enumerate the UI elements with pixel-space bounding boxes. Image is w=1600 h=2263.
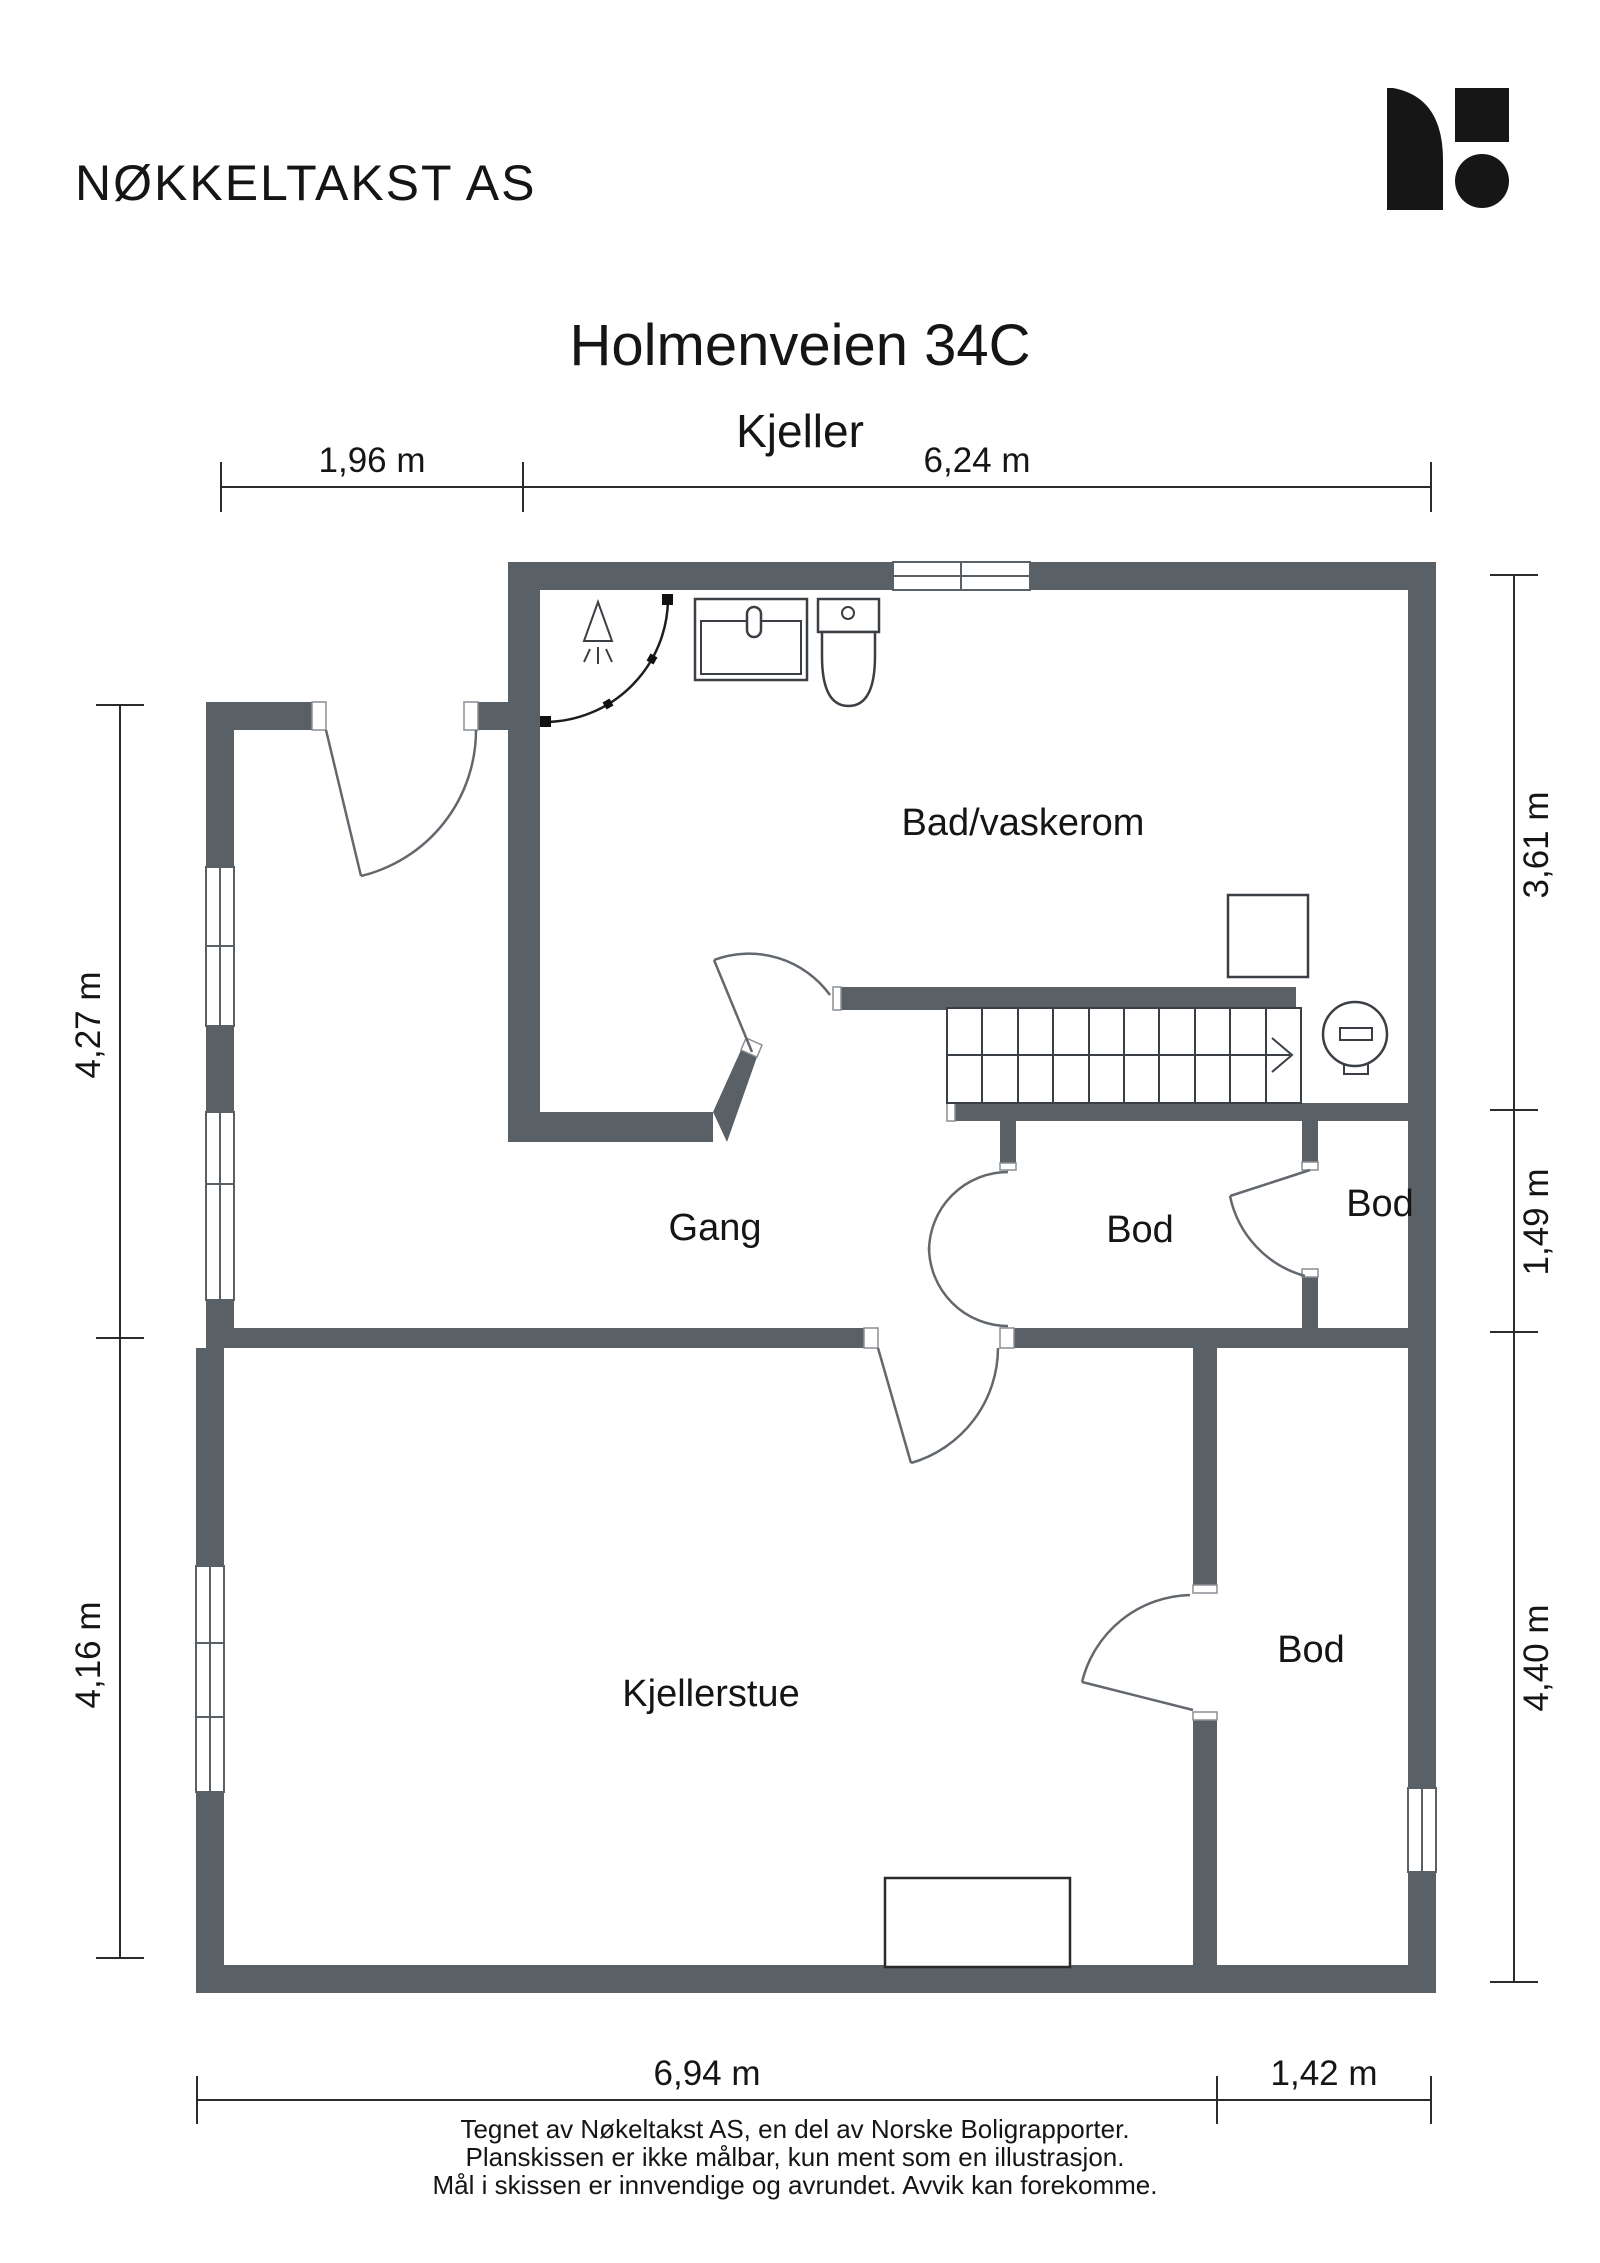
door-kjellerstue: [876, 1347, 1000, 1465]
room-label-bathroom: Bad/vaskerom: [902, 802, 1145, 844]
dimension-right: 3,61 m 1,49 m 4,40 m: [1490, 574, 1556, 1983]
hearth-rectangle: [883, 1876, 1072, 1969]
door-double-bod-middle: [927, 1170, 1009, 1328]
sink-icon: [693, 597, 809, 682]
dim-label-top-right: 6,24 m: [924, 441, 1031, 480]
floor-subtitle: Kjeller: [736, 405, 864, 457]
dimension-top: 1,96 m 6,24 m: [220, 441, 1432, 512]
dim-label-right-lower: 4,40 m: [1517, 1605, 1556, 1712]
door-bod-lower: [1080, 1593, 1194, 1712]
dim-label-left-upper: 4,27 m: [69, 972, 108, 1079]
dim-label-left-lower: 4,16 m: [69, 1602, 108, 1709]
logo-circle: [1455, 154, 1509, 208]
water-heater-icon: [1226, 893, 1310, 979]
footer-line-2: Planskissen er ikke målbar, kun ment som…: [466, 2142, 1125, 2172]
bathroom-fixtures: [540, 594, 1389, 1075]
wall-kjellerstue-bod-top: [1193, 1348, 1217, 1585]
wall-top-left-a: [206, 702, 312, 730]
footer-disclaimer: Tegnet av Nøkeltakst AS, en del av Norsk…: [433, 2114, 1158, 2200]
logo-square: [1455, 88, 1509, 142]
stairs-direction-arrow-icon: [947, 1037, 1294, 1073]
company-name: NØKKELTAKST AS: [75, 155, 537, 211]
room-label-bod-right: Bod: [1346, 1183, 1414, 1225]
brand-logo-icon: [1387, 88, 1509, 210]
wall-stairs-bottom: [947, 1103, 1436, 1121]
door-frames: [311, 701, 1319, 1721]
window-left-upper-2: [205, 1111, 235, 1301]
round-tank-icon: [1321, 1000, 1389, 1075]
room-label-bod-middle: Bod: [1106, 1209, 1174, 1251]
dim-label-right-middle: 1,49 m: [1517, 1169, 1556, 1276]
doors: [324, 729, 1311, 1712]
room-labels: Bad/vaskerom Gang Bod Bod Kjellerstue Bo…: [622, 802, 1414, 1715]
room-label-gang: Gang: [669, 1207, 762, 1249]
room-label-kjellerstue: Kjellerstue: [622, 1673, 799, 1715]
toilet-icon: [816, 597, 881, 708]
window-top: [892, 561, 1031, 591]
wall-gang-kjellerstue-right: [1014, 1328, 1436, 1348]
dimension-bottom: 6,94 m 1,42 m: [196, 2054, 1432, 2124]
room-label-bod-lower: Bod: [1277, 1629, 1345, 1671]
wall-bod-divider-bottom: [1302, 1277, 1318, 1328]
wall-diagonal-jog: [713, 1050, 757, 1142]
dim-label-right-upper: 3,61 m: [1517, 792, 1556, 899]
exterior-walls: [196, 562, 1436, 1993]
wall-bod-divider-top: [1302, 1121, 1318, 1162]
wall-stairs-top: [841, 987, 1296, 1010]
wall-bathroom-left: [508, 590, 540, 1142]
wall-bottom: [196, 1965, 1436, 1993]
dim-label-bottom-right: 1,42 m: [1271, 2054, 1378, 2093]
window-left-upper-1: [205, 866, 235, 1027]
footer-line-1: Tegnet av Nøkeltakst AS, en del av Norsk…: [460, 2114, 1129, 2144]
window-left-lower: [195, 1565, 225, 1793]
door-entrance-top-left: [324, 729, 478, 878]
shower-icon: [540, 594, 673, 727]
dim-label-top-left: 1,96 m: [319, 441, 426, 480]
wall-kjellerstue-bod-bottom: [1193, 1720, 1217, 1965]
dimension-left: 4,27 m 4,16 m: [69, 704, 144, 1959]
interior-walls: [206, 590, 1436, 1965]
windows: [195, 561, 1437, 1873]
door-gang-stairhall: [712, 952, 832, 1053]
footer-line-3: Mål i skissen er innvendige og avrundet.…: [433, 2170, 1158, 2200]
dim-label-bottom-left: 6,94 m: [654, 2054, 761, 2093]
logo-rounded-bar: [1387, 88, 1443, 210]
wall-stub-bod: [1000, 1121, 1016, 1163]
page-title: Holmenveien 34C: [569, 313, 1030, 378]
wall-gang-kjellerstue-left: [206, 1328, 864, 1348]
staircase: [946, 1007, 1302, 1104]
wall-bathroom-jog: [508, 1112, 713, 1142]
window-right-lower: [1407, 1787, 1437, 1873]
door-bod-right: [1228, 1168, 1311, 1278]
wall-right: [1408, 562, 1436, 1993]
